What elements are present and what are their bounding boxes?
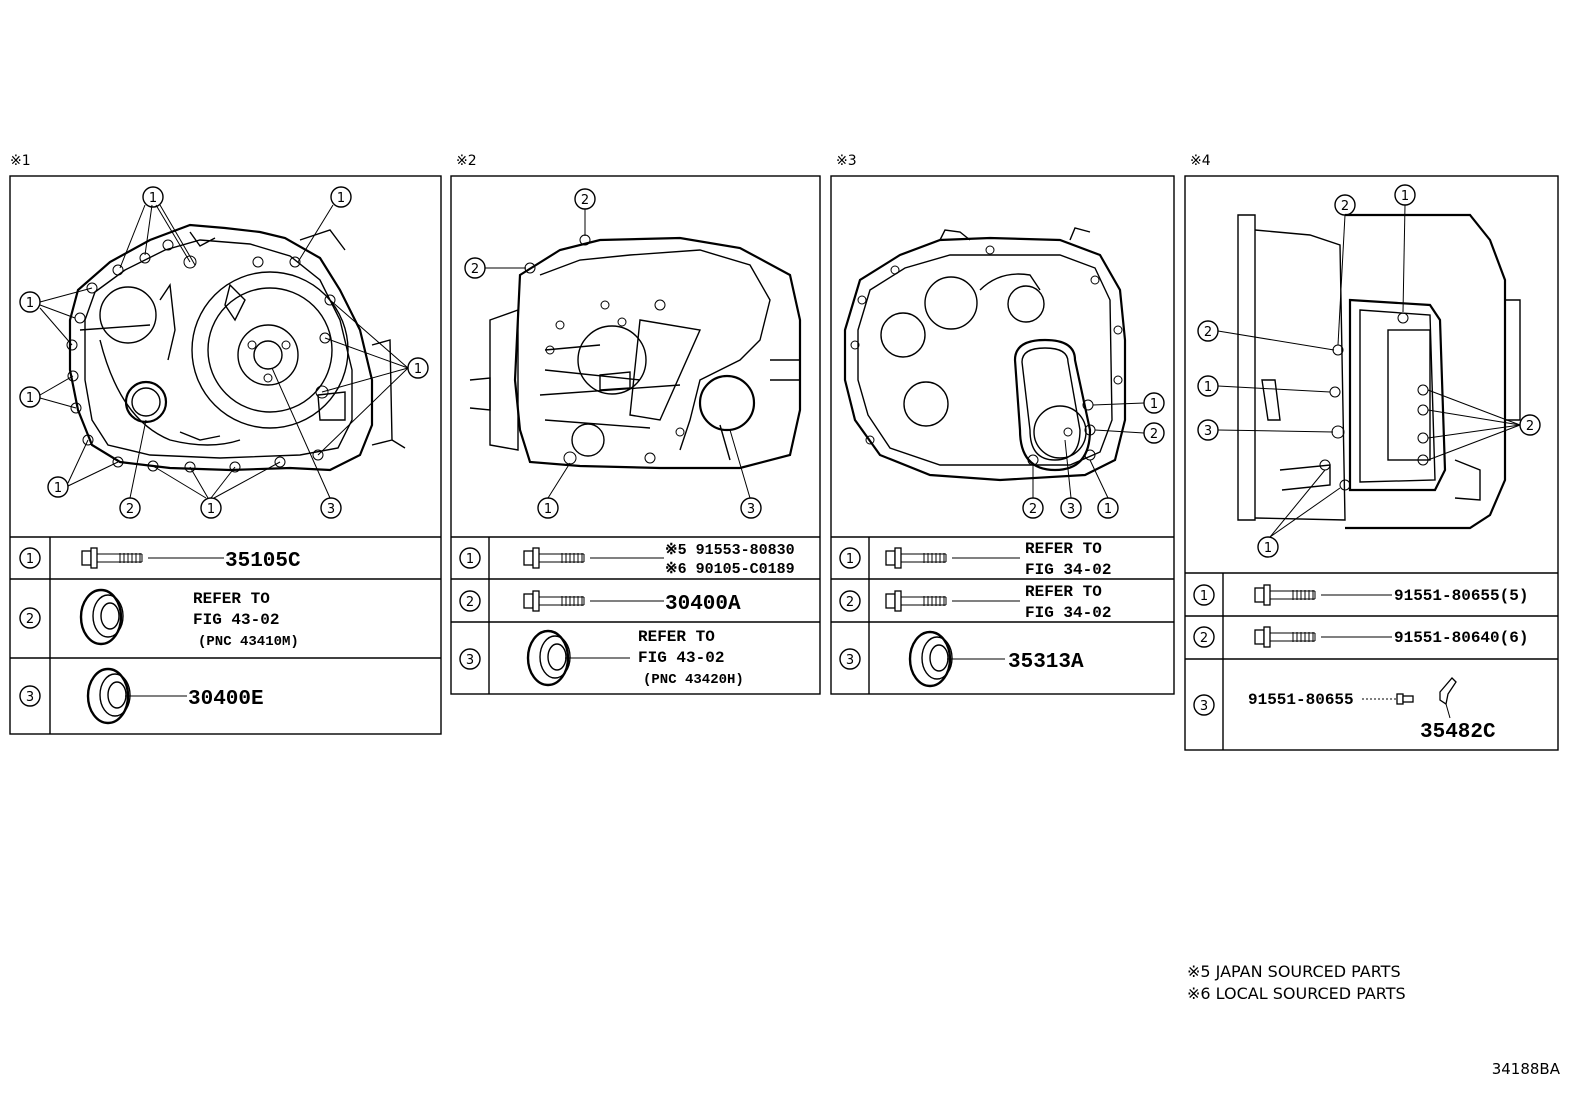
footnote-6: ※6 LOCAL SOURCED PARTS [1187, 984, 1406, 1003]
svg-text:1: 1 [544, 502, 552, 517]
section-4-callouts: 1 2 2 1 3 2 1 [1197, 184, 1541, 558]
svg-text:1: 1 [414, 362, 422, 377]
section-2-frame [450, 175, 821, 695]
svg-text:2: 2 [1526, 419, 1534, 434]
section-1-mark: ※1 [10, 153, 31, 169]
section-3-mark: ※3 [836, 153, 857, 169]
svg-text:1: 1 [1264, 541, 1272, 556]
svg-text:(PNC 43420H): (PNC 43420H) [643, 672, 744, 688]
svg-text:REFER TO: REFER TO [638, 628, 715, 646]
part-number: 30400A [665, 593, 741, 616]
svg-text:1: 1 [54, 481, 62, 496]
section-4-leaders [1217, 204, 1521, 538]
svg-text:REFER TO: REFER TO [1025, 540, 1102, 558]
section-4-frame [1184, 175, 1559, 751]
svg-text:2: 2 [846, 595, 854, 610]
section-3: ※3 [830, 153, 1175, 695]
svg-text:1: 1 [26, 552, 34, 567]
svg-text:3: 3 [26, 690, 34, 705]
svg-text:1: 1 [149, 191, 157, 206]
section-1-leaders [39, 204, 409, 499]
part-number: 91551-80655(5) [1394, 587, 1528, 605]
svg-text:1: 1 [846, 552, 854, 567]
section-2-housing-drawing [469, 234, 802, 470]
section-3-housing-drawing [843, 227, 1127, 482]
part-number: 30400E [188, 688, 264, 711]
svg-text:2: 2 [1150, 427, 1158, 442]
svg-text:3: 3 [1204, 424, 1212, 439]
svg-text:1: 1 [466, 552, 474, 567]
svg-text:1: 1 [1200, 589, 1208, 604]
section-1-frame [9, 175, 442, 735]
part-number: 35105C [225, 550, 301, 573]
svg-text:1: 1 [26, 391, 34, 406]
svg-text:REFER TO: REFER TO [193, 590, 270, 608]
section-2-callouts: 2 2 1 3 [464, 188, 762, 519]
svg-text:2: 2 [1341, 199, 1349, 214]
small-bolt-icon [1396, 693, 1414, 705]
svg-text:3: 3 [747, 502, 755, 517]
section-3-table: 1 REFER TO FIG 34-02 2 REFER TO FIG 34-0… [839, 540, 1111, 688]
part-number: 91551-80655 [1248, 691, 1354, 709]
footnotes: ※5 JAPAN SOURCED PARTS ※6 LOCAL SOURCED … [1187, 962, 1406, 1003]
svg-text:2: 2 [26, 612, 34, 627]
svg-text:2: 2 [581, 193, 589, 208]
svg-text:1: 1 [1401, 189, 1409, 204]
section-3-frame [830, 175, 1175, 695]
svg-text:3: 3 [327, 502, 335, 517]
svg-text:REFER TO: REFER TO [1025, 583, 1102, 601]
section-1-callouts: 1 1 1 1 1 1 1 2 3 [19, 186, 429, 519]
svg-text:1: 1 [1204, 380, 1212, 395]
section-2: ※2 [450, 153, 821, 695]
section-2-leaders [485, 209, 751, 499]
svg-text:1: 1 [207, 502, 215, 517]
figure-id: 34188BA [1492, 1060, 1561, 1078]
svg-text:2: 2 [471, 262, 479, 277]
svg-text:2: 2 [1029, 502, 1037, 517]
svg-text:1: 1 [337, 191, 345, 206]
svg-text:FIG 34-02: FIG 34-02 [1025, 561, 1111, 579]
footnote-5: ※5 JAPAN SOURCED PARTS [1187, 962, 1401, 981]
svg-text:FIG 34-02: FIG 34-02 [1025, 604, 1111, 622]
section-4-mark: ※4 [1190, 153, 1211, 169]
svg-text:2: 2 [126, 502, 134, 517]
svg-text:1: 1 [26, 296, 34, 311]
svg-text:(PNC 43410M): (PNC 43410M) [198, 634, 299, 650]
section-2-table: 1 ※5 91553-80830 ※6 90105-C0189 2 30400A… [459, 542, 795, 688]
svg-text:1: 1 [1104, 502, 1112, 517]
sensor-bracket-icon [1439, 677, 1457, 719]
svg-text:2: 2 [1204, 325, 1212, 340]
section-4-table: 1 91551-80655(5) 2 91551-80640(6) 3 9155… [1193, 584, 1528, 744]
svg-text:FIG 43-02: FIG 43-02 [638, 649, 724, 667]
section-1-table: 1 35105C 2 REFER TO FIG 43-02 (PNC 43410… [19, 547, 301, 725]
svg-text:1: 1 [1150, 397, 1158, 412]
svg-text:3: 3 [846, 653, 854, 668]
svg-text:FIG 43-02: FIG 43-02 [193, 611, 279, 629]
section-1: ※1 [9, 153, 442, 735]
part-number: 91551-80640(6) [1394, 629, 1528, 647]
section-1-housing-drawing [66, 223, 406, 473]
svg-text:3: 3 [1200, 699, 1208, 714]
svg-text:※6 90105-C0189: ※6 90105-C0189 [665, 561, 795, 578]
section-2-mark: ※2 [456, 153, 477, 169]
svg-text:3: 3 [466, 653, 474, 668]
part-number: 35313A [1008, 651, 1084, 674]
svg-text:3: 3 [1067, 502, 1075, 517]
svg-text:2: 2 [466, 595, 474, 610]
section-3-callouts: 1 2 2 3 1 [1022, 392, 1165, 519]
section-4-housing-drawing [1237, 213, 1521, 530]
section-3-leaders [1032, 402, 1145, 499]
section-4: ※4 [1184, 153, 1559, 751]
svg-text:2: 2 [1200, 631, 1208, 646]
svg-text:※5 91553-80830: ※5 91553-80830 [665, 542, 795, 559]
part-number: 35482C [1420, 721, 1496, 744]
